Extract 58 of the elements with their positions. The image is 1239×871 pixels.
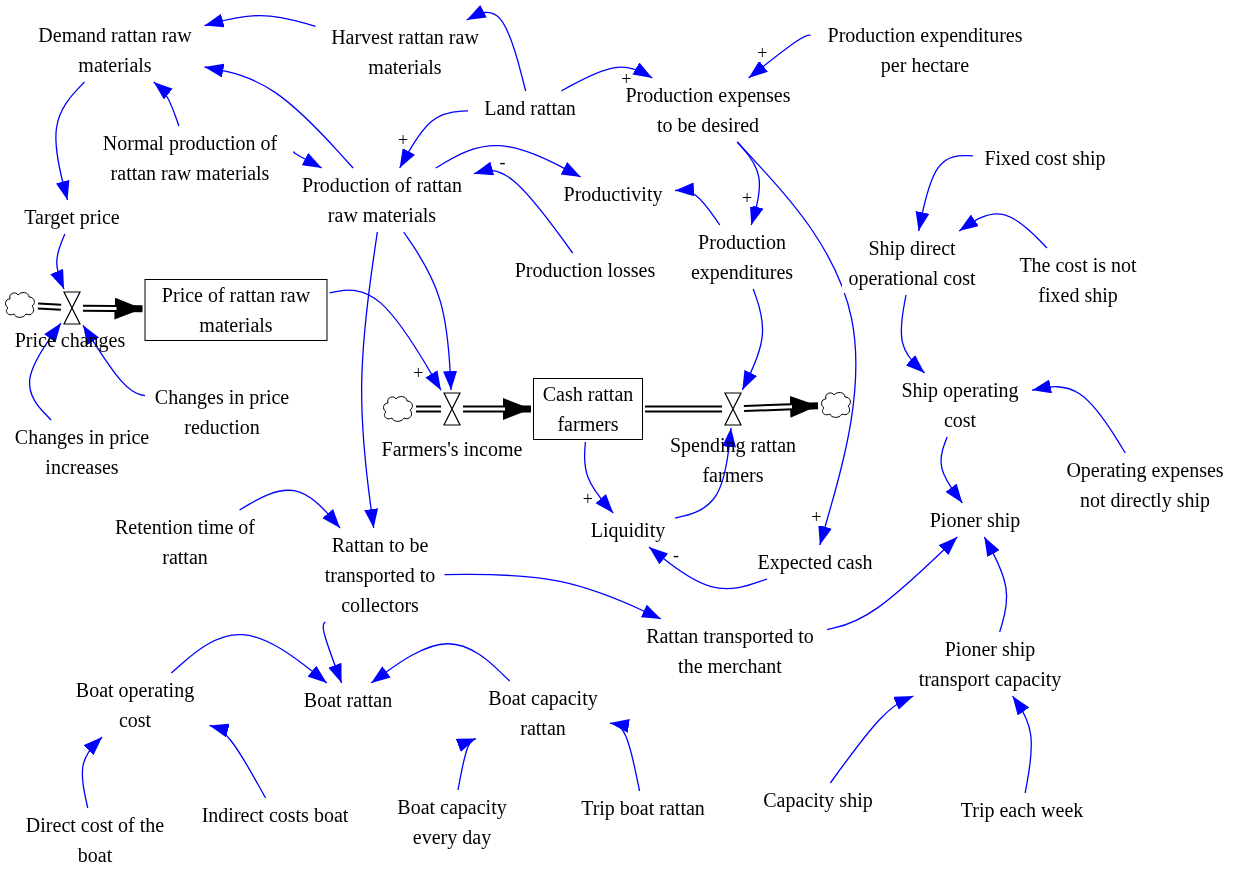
causal-arrow xyxy=(293,151,323,169)
causal-arrow xyxy=(1011,695,1032,794)
causal-arrow xyxy=(399,110,469,169)
causal-arrow xyxy=(609,718,641,792)
stock-label: Price of rattan raw materials xyxy=(160,283,312,338)
valve-symbol xyxy=(443,392,461,426)
causal-arrow xyxy=(82,324,146,397)
causal-arrow xyxy=(328,289,442,391)
flow-pipe xyxy=(416,405,441,413)
causal-arrow xyxy=(203,13,317,28)
stock-box xyxy=(533,378,643,440)
flow-pipe xyxy=(463,398,531,420)
flow-pipe xyxy=(82,297,143,320)
causal-arrow xyxy=(28,322,62,421)
flow-pipe xyxy=(743,395,819,418)
causal-arrow xyxy=(203,63,354,169)
causal-arrow xyxy=(940,436,963,504)
causal-arrow xyxy=(736,141,857,546)
stock-box xyxy=(144,279,328,341)
flow-label: Farmers's income xyxy=(380,437,524,462)
causal-arrow xyxy=(826,536,958,631)
flow-pipe xyxy=(37,302,62,311)
causal-arrow xyxy=(81,736,103,809)
causal-arrow xyxy=(322,621,343,684)
cloud-icon xyxy=(382,395,414,423)
causal-arrow xyxy=(741,288,764,391)
valve-symbol xyxy=(63,291,81,325)
causal-arrow xyxy=(648,546,768,590)
causal-arrow xyxy=(208,723,267,799)
valve-symbol xyxy=(724,392,742,426)
causal-arrow xyxy=(361,231,379,529)
flow-pipe xyxy=(645,405,722,413)
causal-arrow xyxy=(736,141,764,226)
causal-arrow xyxy=(747,34,812,79)
causal-arrow xyxy=(370,643,511,684)
causal-arrow xyxy=(455,737,477,791)
causal-arrow xyxy=(958,213,1048,249)
causal-arrow xyxy=(915,154,974,232)
causal-arrow xyxy=(1031,379,1126,454)
stock-label: Cash rattan farmers xyxy=(541,382,635,437)
causal-arrow xyxy=(466,5,527,92)
causal-arrow xyxy=(900,294,926,374)
causal-arrow xyxy=(55,81,86,201)
causal-arrow xyxy=(829,695,915,784)
causal-arrow xyxy=(560,62,653,92)
causal-arrow xyxy=(443,573,662,620)
cloud-icon xyxy=(820,391,852,419)
causal-arrow xyxy=(170,634,328,684)
causal-arrow xyxy=(983,536,1008,633)
causal-arrow xyxy=(435,144,582,178)
causal-arrow xyxy=(403,231,458,391)
causal-arrow xyxy=(50,233,66,290)
causal-arrow xyxy=(238,489,341,529)
causal-arrow xyxy=(473,161,574,254)
causal-arrow xyxy=(153,81,180,127)
causal-arrow xyxy=(674,182,721,226)
causal-arrow xyxy=(583,441,614,514)
cloud-icon xyxy=(4,291,36,319)
